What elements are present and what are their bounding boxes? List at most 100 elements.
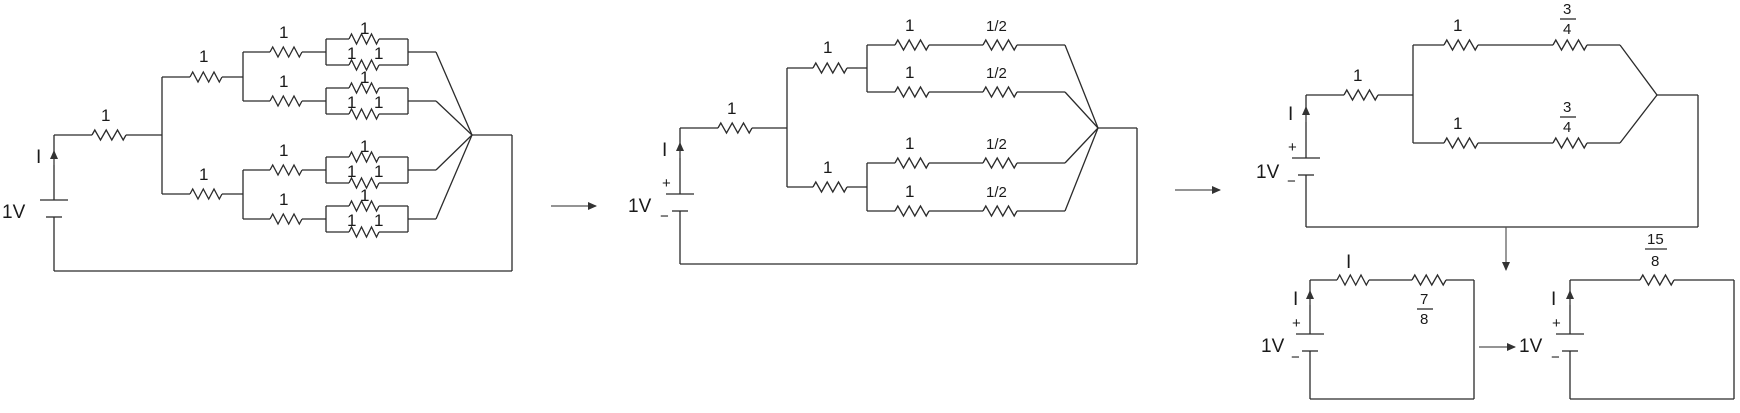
circuit-stage-4: 1V + − I I 7 8: [1261, 252, 1475, 400]
plus-sign: +: [662, 175, 671, 192]
fraction-denominator: 4: [1563, 21, 1571, 38]
resistor-value: 1: [347, 44, 356, 63]
resistor: [982, 156, 1018, 170]
minus-sign: −: [1291, 349, 1300, 366]
current-label: I: [1293, 289, 1298, 310]
minus-sign: −: [1551, 349, 1560, 366]
resistor: [1343, 88, 1379, 102]
resistor-value: 1: [279, 141, 288, 160]
resistor-value: 1: [347, 93, 356, 112]
resistor: [1639, 273, 1675, 287]
resistor: [1443, 136, 1479, 150]
circuit-stage-3: 1V + − I 1 1 3 4 1 3 4: [1256, 1, 1699, 271]
source-label: 1V: [1261, 336, 1285, 357]
plus-sign: +: [1288, 139, 1297, 156]
resistor-value: 1: [279, 190, 288, 209]
resistor: [1336, 273, 1370, 287]
fraction-denominator: 4: [1563, 119, 1571, 136]
fraction-label: 3 4: [1560, 1, 1576, 38]
resistor-value: 1: [360, 137, 369, 156]
resistor-value: 1/2: [986, 136, 1007, 153]
resistor: [348, 107, 380, 121]
resistor: [269, 94, 303, 108]
resistor: [348, 176, 380, 190]
fraction-denominator: 8: [1651, 253, 1659, 270]
circuit-stage-5: 1V + − I 15 8: [1519, 231, 1735, 400]
fraction-numerator: 7: [1420, 291, 1428, 308]
resistor: [348, 199, 380, 213]
resistor: [894, 38, 930, 52]
current-label: I: [1288, 104, 1293, 125]
resistor-value: 1/2: [986, 65, 1007, 82]
resistor-value: 1: [360, 19, 369, 38]
resistor: [894, 85, 930, 99]
resistor: [894, 204, 930, 218]
fraction-numerator: 15: [1647, 231, 1664, 248]
source-label: 1V: [1519, 336, 1543, 357]
resistor-value: 1: [1353, 66, 1362, 85]
resistor: [91, 128, 127, 142]
fraction-denominator: 8: [1420, 311, 1428, 328]
resistor-value: 1: [374, 44, 383, 63]
resistor: [348, 81, 380, 95]
resistor: [189, 70, 223, 84]
fraction-label: 3 4: [1560, 99, 1576, 136]
plus-sign: +: [1292, 315, 1301, 332]
resistor: [812, 61, 848, 75]
resistor: [348, 225, 380, 239]
resistor: [348, 150, 380, 164]
resistor-value: 1: [727, 99, 736, 118]
resistor-value: 1: [199, 165, 208, 184]
resistor-value: 1: [347, 211, 356, 230]
resistor-value: 1: [374, 211, 383, 230]
fraction-numerator: 3: [1563, 1, 1571, 18]
resistor: [1552, 38, 1588, 52]
resistor: [812, 180, 848, 194]
resistor: [894, 156, 930, 170]
minus-sign: −: [660, 208, 669, 225]
source-label: 1V: [1256, 162, 1280, 183]
plus-sign: +: [1552, 315, 1561, 332]
fraction-label: 7 8: [1417, 291, 1433, 328]
source-label: 1V: [2, 202, 26, 223]
resistor-value: 1: [905, 16, 914, 35]
resistor-value: 1: [279, 23, 288, 42]
resistor: [269, 45, 303, 59]
resistor-value: 1: [905, 63, 914, 82]
fraction-numerator: 3: [1563, 99, 1571, 116]
minus-sign: −: [1287, 173, 1296, 190]
resistor: [269, 163, 303, 177]
fraction-label: 15 8: [1645, 231, 1667, 270]
current-label: I: [1346, 252, 1351, 273]
resistor: [982, 38, 1018, 52]
resistor: [1552, 136, 1588, 150]
resistor-value: 1/2: [986, 18, 1007, 35]
resistor-value: 1: [1453, 16, 1462, 35]
resistor-value: 1: [101, 106, 110, 125]
resistor: [982, 204, 1018, 218]
resistor-value: 1: [1453, 114, 1462, 133]
resistor-value: 1: [279, 72, 288, 91]
source-label: 1V: [628, 196, 652, 217]
resistor-value: 1: [905, 182, 914, 201]
resistor-value: 1: [374, 162, 383, 181]
resistor-value: 1: [374, 93, 383, 112]
current-label: I: [662, 140, 667, 161]
resistor: [1411, 273, 1447, 287]
resistor-value: 1: [823, 158, 832, 177]
resistor-value: 1: [199, 47, 208, 66]
resistor-value: 1: [347, 162, 356, 181]
resistor: [189, 187, 223, 201]
resistor-value: 1: [823, 38, 832, 57]
resistor: [348, 32, 380, 46]
resistor-value: 1: [360, 186, 369, 205]
resistor-value: 1/2: [986, 184, 1007, 201]
current-label: I: [1551, 289, 1556, 310]
resistor: [1443, 38, 1479, 52]
current-label: I: [36, 147, 41, 168]
resistor-value: 1: [360, 68, 369, 87]
resistor: [982, 85, 1018, 99]
